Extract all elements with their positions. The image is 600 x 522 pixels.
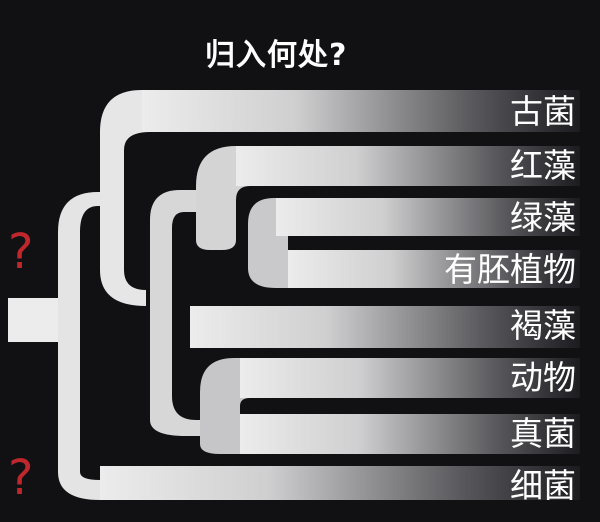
leaf-label-archaea: 古菌 (510, 92, 576, 131)
question-mark-upper: ? (8, 224, 34, 280)
branch-archaea (142, 90, 580, 132)
spine-archaea-eukaryote (100, 90, 150, 306)
leaf-label-fungi: 真菌 (510, 414, 576, 453)
leaf-label-animals: 动物 (510, 358, 576, 397)
diagram-title: 归入何处? (205, 38, 348, 73)
branch-land-plants (288, 250, 580, 288)
leaf-label-red-algae: 红藻 (510, 146, 576, 185)
leaf-label-bacteria: 细菌 (510, 466, 576, 505)
branch-red-algae (236, 146, 580, 186)
leaf-label-green-algae: 绿藻 (510, 198, 576, 237)
root-spine (58, 192, 120, 500)
spine-opisthokonts (200, 358, 250, 454)
branch-bacteria (100, 466, 580, 500)
leaf-label-land-plants: 有胚植物 (444, 250, 576, 289)
root-stub (8, 298, 58, 342)
spine-green-plants (248, 198, 306, 288)
spine-eukaryote (150, 190, 200, 436)
leaf-label-brown-algae: 褐藻 (510, 306, 576, 345)
branch-brown-algae (190, 306, 580, 348)
branch-animals (240, 358, 580, 398)
branch-green-algae (276, 198, 580, 236)
question-mark-lower: ? (8, 450, 34, 506)
branch-fungi (240, 414, 580, 454)
